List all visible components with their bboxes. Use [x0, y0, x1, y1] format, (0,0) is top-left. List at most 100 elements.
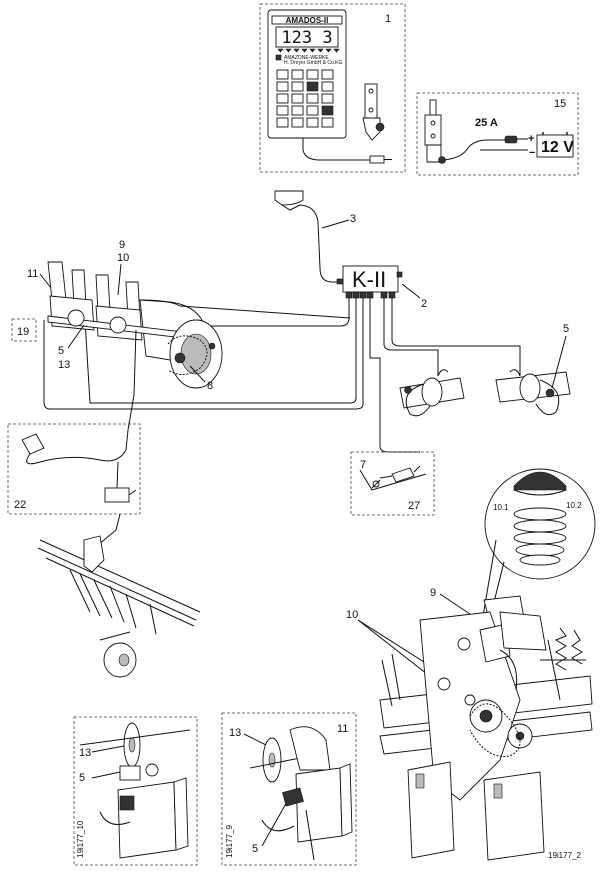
- terminal-plug: [369, 155, 385, 164]
- detail-22-sensor: [21, 429, 137, 503]
- power-socket: [424, 99, 446, 164]
- figure-id-detail2: 19i177_9: [225, 825, 234, 858]
- cable-sensor-c: [383, 298, 439, 376]
- callout-5-d2: 5: [252, 843, 258, 855]
- callout-5-left: 5: [58, 345, 64, 357]
- cable-sensor-d: [391, 298, 521, 376]
- keypad-key: [276, 81, 289, 92]
- cable-sensor-b: [43, 298, 364, 410]
- terminal-amados: AMADOS-II 123 3 AMAZONE-WERKE H. Dreyer …: [267, 9, 347, 139]
- callout-10-big: 10: [346, 609, 358, 621]
- terminal-bracket: [362, 83, 385, 141]
- indicator-triangle: [285, 48, 292, 53]
- cable-sensor-a: [84, 298, 357, 404]
- terminal-brand: AMADOS-II: [286, 16, 329, 25]
- junction-port: [388, 291, 396, 299]
- keypad-key: [306, 117, 319, 128]
- indicator-triangle: [317, 48, 324, 53]
- junction-box-k2: [336, 265, 403, 299]
- callout-10-top: 10: [117, 252, 129, 264]
- callout-8: 8: [207, 380, 213, 392]
- detail-10-frame: [73, 716, 198, 866]
- cable-3: [299, 204, 343, 283]
- junction-port: [352, 291, 360, 299]
- cable-to-27: [369, 298, 420, 453]
- keypad-key: [321, 117, 334, 128]
- keypad-key: [276, 93, 289, 104]
- keypad-key: [306, 81, 319, 92]
- indicator-triangle: [301, 48, 308, 53]
- tractor-plug: [274, 190, 304, 211]
- indicator-triangle: [277, 48, 284, 53]
- fuse-label: 25 A: [475, 117, 498, 129]
- keypad-key: [291, 69, 304, 80]
- gearbox-assembly: [47, 261, 351, 389]
- fuse-icon: [504, 135, 518, 144]
- terminal-keypad: [276, 69, 334, 128]
- figure-id-main: 19i177_2: [548, 851, 581, 860]
- keypad-key: [321, 105, 334, 116]
- terminal-panel-line1: AMAZONE-WERKE: [284, 55, 329, 61]
- seed-drill-sketch: [37, 535, 201, 678]
- shaft-sensor-left: [399, 369, 465, 417]
- keypad-key: [321, 69, 334, 80]
- callout-3: 3: [350, 213, 356, 225]
- callout-13-d1: 13: [79, 747, 91, 759]
- keypad-key: [276, 69, 289, 80]
- power-detail-frame: [416, 92, 579, 176]
- callout-10-1: 10.1: [493, 503, 509, 512]
- bulb-detail: [484, 468, 596, 580]
- terminal-detail-frame: [259, 3, 406, 173]
- callout-7: 7: [360, 459, 366, 471]
- callout-9-big: 9: [430, 587, 436, 599]
- detail-9-sensor: [249, 726, 353, 861]
- indicator-triangle: [293, 48, 300, 53]
- shaft-sensor-right: [495, 369, 571, 416]
- junction-label: K-II: [352, 267, 386, 292]
- battery-label: 12 V: [541, 139, 574, 156]
- keypad-key: [291, 93, 304, 104]
- callout-15: 15: [554, 98, 566, 110]
- detail-27-switch: [359, 465, 427, 491]
- keypad-key: [276, 117, 289, 128]
- main-machine: [379, 595, 593, 861]
- battery-icon: [536, 132, 574, 158]
- keypad-key: [291, 81, 304, 92]
- detail-19-frame: [11, 318, 37, 342]
- keypad-key: [291, 117, 304, 128]
- indicator-triangle: [325, 48, 332, 53]
- keypad-key: [291, 105, 304, 116]
- junction-port: [380, 291, 388, 299]
- detail-27-frame: [350, 451, 435, 516]
- terminal-cable: [302, 138, 370, 161]
- callout-19: 19: [17, 326, 29, 338]
- indicator-triangle: [309, 48, 316, 53]
- battery-plus: +: [528, 133, 534, 145]
- indicator-triangle: [333, 48, 340, 53]
- callout-11-d2: 11: [337, 723, 348, 735]
- callout-13-d2: 13: [229, 727, 241, 739]
- keypad-key: [321, 81, 334, 92]
- terminal-indicator-row: [277, 48, 340, 53]
- detail-22-frame: [7, 423, 141, 515]
- callout-22: 22: [14, 499, 26, 511]
- junction-port: [366, 291, 374, 299]
- junction-port: [359, 291, 367, 299]
- callout-11-top: 11: [27, 268, 38, 280]
- callout-5-d1: 5: [79, 772, 85, 784]
- keypad-key: [276, 105, 289, 116]
- junction-port: [345, 291, 353, 299]
- keypad-key: [306, 105, 319, 116]
- terminal-panel-line2: H. Dreyer GmbH & Co.KG: [284, 60, 342, 66]
- callout-5-right: 5: [563, 323, 569, 335]
- keypad-key: [306, 93, 319, 104]
- callout-9-top: 9: [119, 239, 125, 251]
- keypad-key: [321, 93, 334, 104]
- keypad-key: [306, 69, 319, 80]
- callout-1: 1: [385, 13, 391, 25]
- battery-minus: −: [529, 147, 535, 159]
- terminal-display: 123 3: [281, 28, 332, 48]
- detail-9-frame: [221, 712, 357, 866]
- figure-id-detail1: 19i177_10: [76, 820, 85, 858]
